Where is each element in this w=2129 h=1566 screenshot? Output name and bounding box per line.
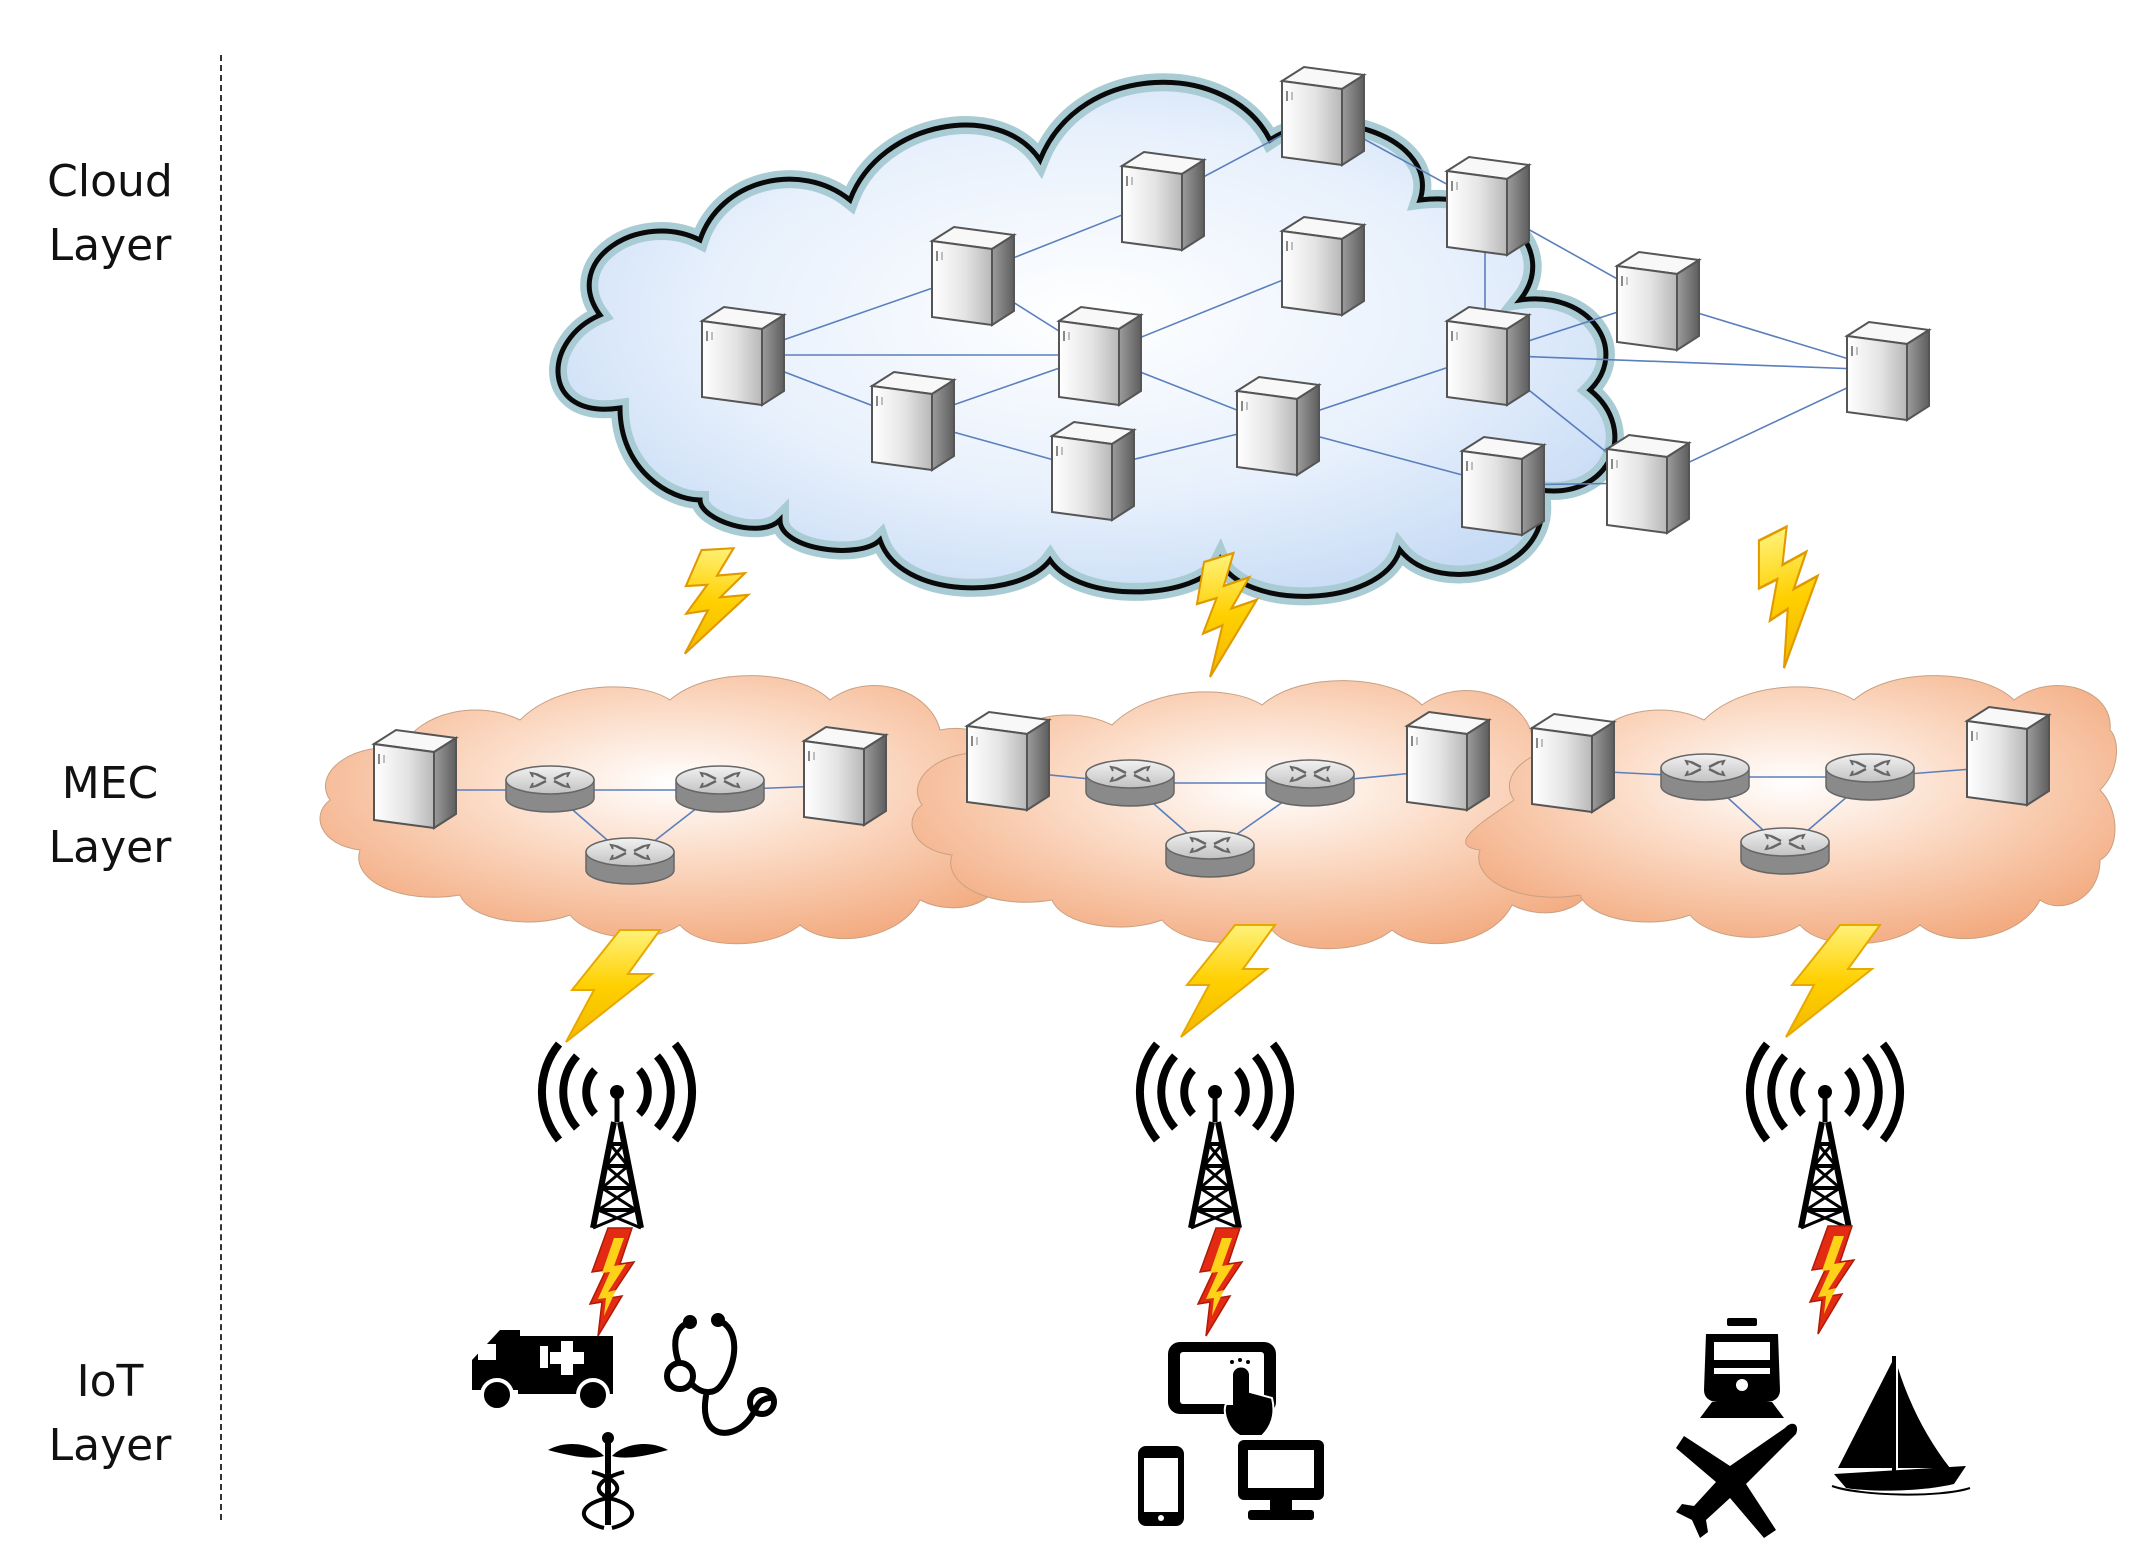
router-icon <box>674 764 766 814</box>
train-icon <box>1700 1318 1784 1418</box>
cell-tower-icon <box>542 1044 692 1228</box>
cloud-server-icon <box>1846 321 1930 421</box>
router-icon <box>1824 752 1916 802</box>
mec-layer-label: MEC Layer <box>20 752 200 880</box>
router-icon <box>1264 758 1356 808</box>
cloud-server-icon <box>701 306 785 406</box>
cloud-server-icon <box>871 371 955 471</box>
lightning-bolt-icon <box>565 929 661 1043</box>
smartphone-icon <box>1138 1446 1184 1526</box>
cloud-server-icon <box>1281 66 1365 166</box>
lightning-bolt-icon <box>1809 1225 1855 1335</box>
base-stations <box>542 1044 1900 1228</box>
lightning-bolt-icon <box>1180 924 1276 1038</box>
airplane-icon <box>1676 1423 1798 1538</box>
mec-layer-label-line1: MEC <box>61 758 159 809</box>
consumer-devices <box>1138 1342 1324 1526</box>
edge-server-icon <box>373 729 457 829</box>
lightning-bolt-icon <box>589 1227 635 1337</box>
lightning-bolt-icon <box>1746 521 1837 672</box>
router-icon <box>584 836 676 886</box>
edge-server-icon <box>1966 706 2050 806</box>
cell-tower-icon <box>1140 1044 1290 1228</box>
edge-server-icon <box>1531 713 1615 813</box>
cell-tower-icon <box>1750 1044 1900 1228</box>
cloud-server-icon <box>1058 306 1142 406</box>
cloud-server-icon <box>1461 436 1545 536</box>
router-icon <box>1739 826 1831 876</box>
router-icon <box>504 764 596 814</box>
cloud-server-icon <box>1121 151 1205 251</box>
stethoscope-icon <box>664 1313 777 1436</box>
lightning-bolt-icon <box>675 541 756 663</box>
iot-layer-label-line2: Layer <box>48 1420 172 1471</box>
router-icon <box>1084 758 1176 808</box>
router-icon <box>1164 829 1256 879</box>
monitor-icon <box>1238 1440 1324 1520</box>
layer-divider <box>220 55 222 1520</box>
mec-clouds <box>319 675 2118 950</box>
mec-layer-label-line2: Layer <box>48 822 172 873</box>
cloud-server-icon <box>1051 421 1135 521</box>
tower-device-links <box>589 1225 1855 1337</box>
edge-server-icon <box>966 711 1050 811</box>
caduceus-icon <box>548 1432 668 1530</box>
cloud-server-icon <box>931 226 1015 326</box>
cloud-server-icon <box>1281 216 1365 316</box>
cloud-layer-label-line2: Layer <box>48 220 172 271</box>
cloud-server-icon <box>1606 434 1690 534</box>
iot-layer-label: IoT Layer <box>20 1350 200 1478</box>
ambulance-icon <box>472 1330 613 1412</box>
cloud-server-icon <box>1616 251 1700 351</box>
transport-devices <box>1676 1318 1971 1538</box>
edge-server-icon <box>803 726 887 826</box>
tablet-touch-icon <box>1168 1342 1276 1437</box>
lightning-bolt-icon <box>1197 1227 1243 1337</box>
cloud-server-icon <box>1446 306 1530 406</box>
iot-layer-label-line1: IoT <box>76 1356 144 1407</box>
mec-tower-links <box>565 924 1881 1043</box>
cloud-server-icon <box>1236 376 1320 476</box>
router-icon <box>1659 752 1751 802</box>
cloud-layer-label-line1: Cloud <box>47 156 173 207</box>
cloud-server-icon <box>1446 156 1530 256</box>
cloud-layer-label: Cloud Layer <box>20 150 200 278</box>
health-devices <box>472 1313 777 1530</box>
lightning-bolt-icon <box>1785 924 1881 1038</box>
sailboat-icon <box>1831 1356 1971 1496</box>
edge-server-icon <box>1406 711 1490 811</box>
